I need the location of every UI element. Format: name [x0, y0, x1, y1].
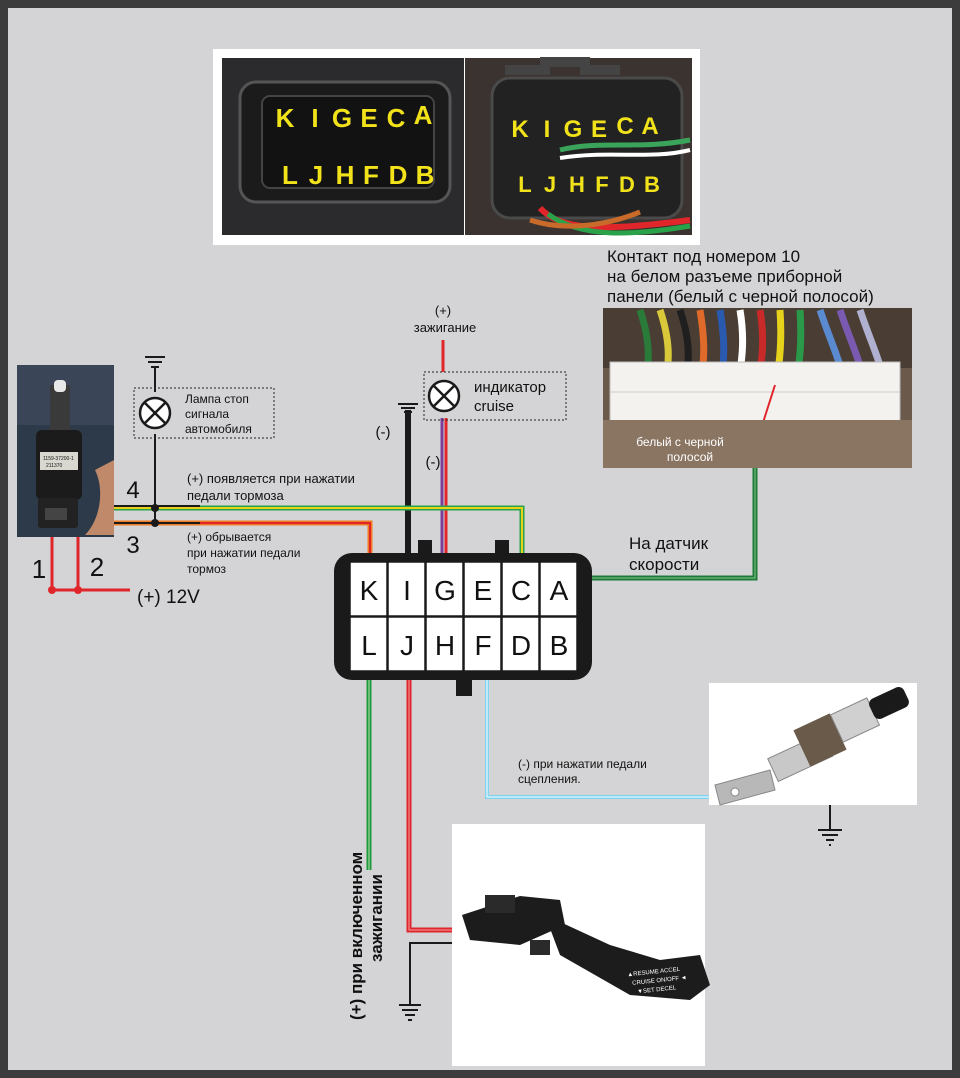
wire4-label-line2: педали тормоза — [187, 488, 285, 503]
dash-photo-label-1: белый с черной — [636, 435, 724, 449]
pin-h: H — [435, 630, 455, 661]
switch-part-text-1: 1159-37200-1 — [43, 456, 74, 462]
main-connector: K I G E C A L J H F D B — [334, 540, 592, 696]
lamp-icon — [427, 379, 461, 413]
ground-icon — [145, 356, 165, 374]
ground-minus-label: (-) — [376, 424, 391, 441]
wire3-label-line3: тормоз — [187, 562, 226, 576]
indicator-frame — [423, 371, 567, 421]
photo-letter: B — [416, 160, 435, 190]
photo-letter: C — [616, 113, 633, 140]
brake-lamp-line3: автомобиля — [185, 422, 252, 436]
photo-letter: J — [544, 172, 556, 197]
stalk-label-line2: CRUISE ON/OFF ◄ — [632, 975, 687, 987]
connector-photo: K I G E C A L J H F D B K I G E C A L J … — [213, 49, 700, 245]
ignition-plus: (+) — [435, 303, 451, 318]
photo-letter: D — [619, 172, 635, 197]
photo-letter: B — [644, 172, 660, 197]
pin-e: E — [474, 575, 493, 606]
photo-letter: H — [336, 160, 355, 190]
pin-1-label: 1 — [32, 554, 46, 584]
photo-letter: I — [544, 116, 551, 143]
pin-b: B — [550, 630, 569, 661]
photo-letter: E — [360, 103, 377, 133]
brake-lamp-frame — [133, 387, 275, 439]
pin-c: C — [511, 575, 531, 606]
indicator-line2: cruise — [474, 398, 514, 415]
brake-lamp-line1: Лампа стоп — [185, 392, 249, 406]
brake-lamp-line2: сигнала — [185, 407, 229, 421]
brake-lamp-icon — [138, 396, 172, 430]
ignition-on-line2: зажигании — [367, 874, 386, 962]
photo-letter: K — [511, 116, 529, 143]
indicator-line1: индикатор — [474, 379, 546, 396]
photo-letter: L — [518, 172, 531, 197]
speed-sensor-line1: На датчик — [629, 534, 709, 553]
switch-part-text-2: 211370 — [46, 463, 63, 469]
clutch-label-line1: (-) при нажатии педали — [518, 757, 647, 771]
photo-letter: K — [276, 103, 295, 133]
dash-photo-label-2: полосой — [667, 450, 713, 464]
pin-j: J — [400, 630, 414, 661]
stalk-label-line3: ▼SET DECEL — [637, 985, 677, 995]
photo-letter: G — [332, 103, 352, 133]
dash-note-line1: Контакт под номером 10 — [607, 247, 800, 266]
photo-letter: C — [387, 103, 406, 133]
indicator-minus-label: (-) — [426, 454, 441, 471]
wire-ignition-g — [440, 340, 448, 560]
wire3-label-line1: (+) обрывается — [187, 530, 271, 544]
wire-speed-sensor — [588, 468, 758, 581]
pin-3-label: 3 — [126, 532, 139, 559]
ignition-on-line1: (+) при включенном — [347, 852, 366, 1020]
clutch-ground-icon — [818, 805, 842, 846]
supply-12v-label: (+) 12V — [137, 587, 200, 608]
dash-connector-photo — [603, 308, 912, 468]
photo-letter: I — [311, 103, 318, 133]
pin-a: A — [550, 575, 569, 606]
photo-letter: F — [363, 160, 379, 190]
pin-l: L — [361, 630, 377, 661]
pin-4-label: 4 — [126, 477, 139, 504]
wire-ground-i — [398, 403, 418, 560]
cruise-stalk-photo — [452, 824, 710, 1066]
wire4-label-line1: (+) появляется при нажатии — [187, 471, 355, 486]
speed-sensor-line2: скорости — [629, 555, 699, 574]
brake-switch-photo — [17, 365, 114, 537]
wire3-label-line2: при нажатии педали — [187, 546, 300, 560]
clutch-label-line2: сцепления. — [518, 772, 581, 786]
wire-j-stalk — [406, 680, 465, 933]
pin-g: G — [434, 575, 456, 606]
wire-stalk-ground — [399, 942, 465, 1021]
wire-12v — [48, 535, 130, 594]
ignition-label: зажигание — [414, 320, 477, 335]
photo-letter: F — [595, 172, 608, 197]
photo-letter: J — [309, 160, 323, 190]
photo-letter: D — [389, 160, 408, 190]
clutch-switch-photo — [709, 683, 917, 806]
dash-note-line3: панели (белый с черной полосой) — [607, 287, 874, 306]
pin-i: I — [403, 575, 411, 606]
pin-k: K — [360, 575, 379, 606]
pin-2-label: 2 — [90, 552, 104, 582]
photo-letter: E — [591, 116, 607, 143]
photo-letter: H — [569, 172, 585, 197]
photo-letter: G — [564, 116, 583, 143]
pin-f: F — [474, 630, 491, 661]
photo-letter: L — [282, 160, 298, 190]
wire-clutch-f — [485, 674, 715, 799]
photo-letter: A — [414, 100, 433, 130]
photo-letter: A — [641, 113, 658, 140]
pin-d: D — [511, 630, 531, 661]
stalk-label-line1: ▲RESUME ACCEL — [627, 967, 681, 979]
wire-brake-lamp — [151, 374, 159, 527]
dash-note-line2: на белом разъеме приборной — [607, 267, 842, 286]
